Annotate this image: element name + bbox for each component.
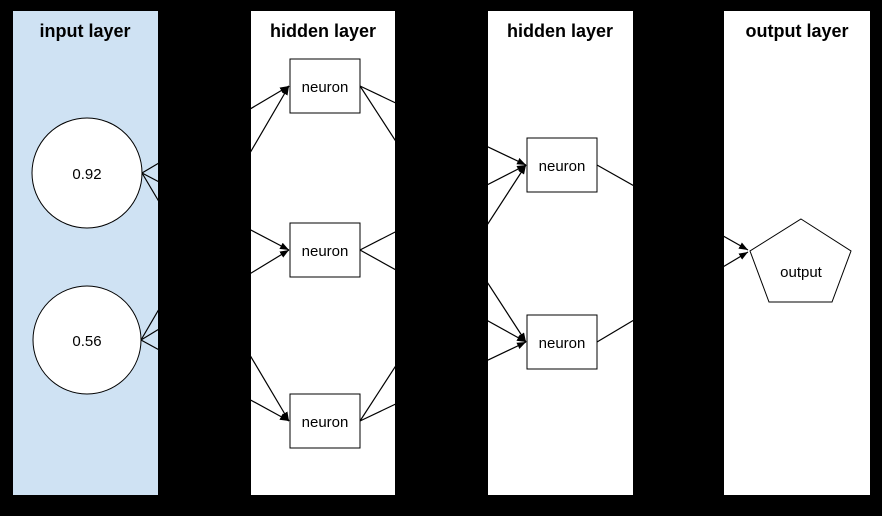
hidden-layer-1-title: hidden layer xyxy=(270,21,376,41)
hidden1-neuron-1 xyxy=(289,58,361,114)
input-node-1-value: 0.92 xyxy=(72,166,101,183)
hidden2-neuron-2 xyxy=(526,314,598,370)
hidden1-neuron-3 xyxy=(289,393,361,449)
output-node-label: output xyxy=(780,264,823,281)
hidden1-neuron-3-label: neuron xyxy=(302,414,349,431)
network-nodes: 0.92 0.56 neuron neuron neuron neuron ne… xyxy=(31,58,852,449)
hidden2-neuron-2-label: neuron xyxy=(539,335,586,352)
hidden2-neuron-1-label: neuron xyxy=(539,158,586,175)
output-node xyxy=(749,218,852,303)
connection-arrows xyxy=(140,85,749,422)
hidden1-neuron-2 xyxy=(289,222,361,278)
layer-panels: input layer hidden layer hidden layer ou… xyxy=(13,11,870,495)
hidden1-neuron-2-label: neuron xyxy=(302,243,349,260)
hidden1-neuron-1-label: neuron xyxy=(302,79,349,96)
hidden-layer-2-panel xyxy=(488,11,633,495)
output-layer-title: output layer xyxy=(745,21,848,41)
input-layer-title: input layer xyxy=(39,21,130,41)
input-node-1 xyxy=(31,117,143,229)
input-node-2-value: 0.56 xyxy=(72,333,101,350)
input-node-2 xyxy=(32,285,142,395)
input-layer-panel xyxy=(13,11,158,495)
hidden2-neuron-1 xyxy=(526,137,598,193)
hidden-layer-2-title: hidden layer xyxy=(507,21,613,41)
